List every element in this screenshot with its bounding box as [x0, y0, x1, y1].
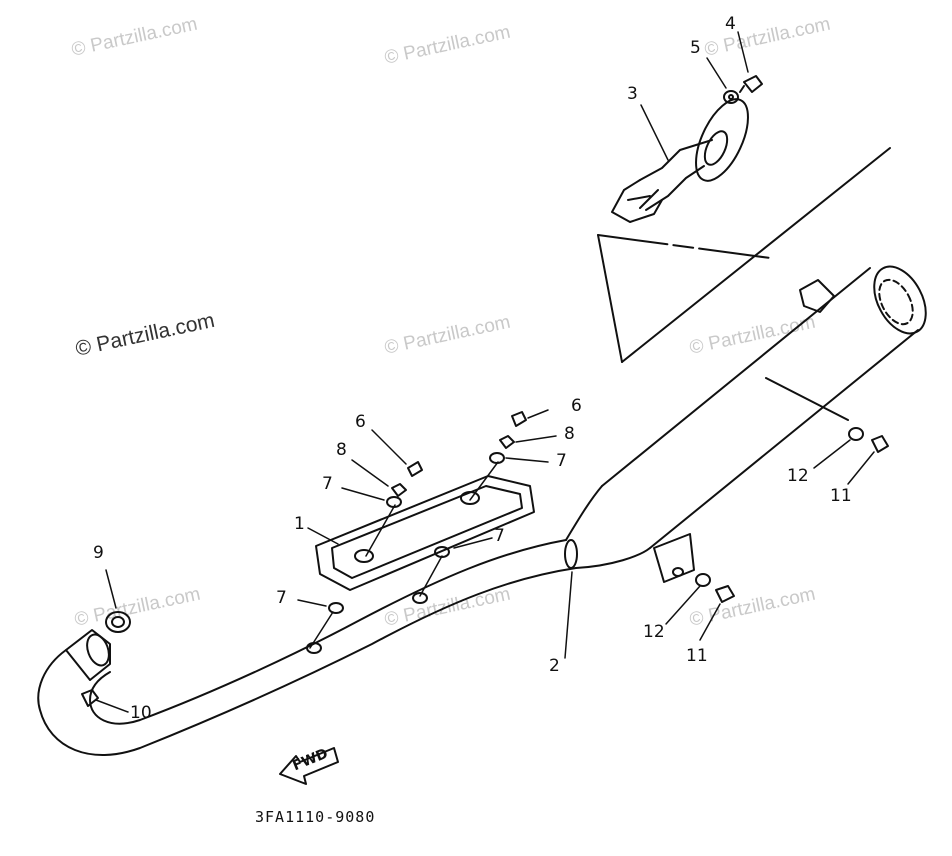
muffler [565, 265, 927, 583]
callout-10: 10 [130, 703, 152, 723]
screw-4 [739, 75, 763, 93]
washer-12 [848, 427, 864, 441]
leader-lines [95, 31, 875, 713]
callout-1: 1 [294, 514, 305, 534]
bolt-6 [407, 411, 527, 477]
callout-7: 7 [494, 526, 505, 546]
callout-3: 3 [627, 84, 638, 104]
callout-5: 5 [690, 38, 701, 58]
callout-4: 4 [725, 14, 736, 34]
washer-12 [695, 573, 711, 587]
pipe-boss [412, 592, 428, 604]
muffler-boss [672, 567, 684, 577]
gasket-9 [105, 611, 131, 633]
callout-7: 7 [322, 474, 333, 494]
callout-8: 8 [336, 440, 347, 460]
bolt-11 [871, 435, 889, 453]
callout-11: 11 [830, 486, 852, 506]
washer-5 [723, 90, 739, 104]
fwd-arrow [279, 747, 339, 785]
callout-7: 7 [276, 588, 287, 608]
callout-6: 6 [571, 396, 582, 416]
callout-6: 6 [355, 412, 366, 432]
bolt-11 [715, 585, 735, 603]
callout-9: 9 [93, 543, 104, 563]
nut-8 [391, 435, 515, 497]
exhaust-pipe [37, 539, 578, 756]
spark-arrester-outline [597, 147, 891, 421]
callout-11: 11 [686, 646, 708, 666]
callout-8: 8 [564, 424, 575, 444]
callout-7: 7 [556, 451, 567, 471]
callout-12: 12 [787, 466, 809, 486]
diagram-code: 3FA1110-9080 [255, 808, 376, 826]
callout-2: 2 [549, 656, 560, 676]
nut-10 [81, 689, 99, 707]
callout-12: 12 [643, 622, 665, 642]
washer-7 [328, 452, 505, 614]
spark-arrester [611, 98, 749, 223]
